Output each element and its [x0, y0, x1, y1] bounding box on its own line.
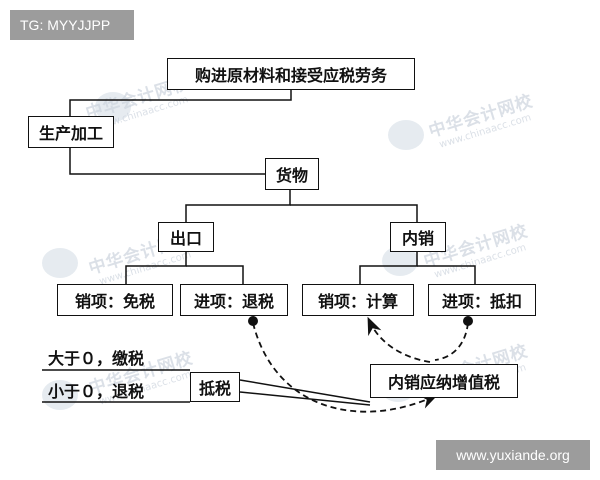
footer-url-badge: www.yuxiande.org — [436, 440, 590, 470]
edge-production-goods — [69, 148, 265, 175]
edge-purchase-production — [69, 90, 292, 116]
node-goods: 货物 — [265, 158, 319, 190]
edge-goods-split — [185, 190, 291, 222]
arrow-vat-to-sales — [367, 316, 431, 363]
arrow-refund-to-vat — [252, 322, 439, 413]
node-sales-calc: 销项：计算 — [302, 284, 414, 316]
edge-domestic-children — [359, 252, 418, 284]
watermark-logo-icon — [42, 248, 78, 278]
footer-url-text: www.yuxiande.org — [456, 447, 570, 463]
tg-tag: TG: MYYJJPP — [10, 10, 134, 40]
node-export: 出口 — [158, 222, 214, 252]
label-less-than-zero: 小于０，退税 — [48, 382, 145, 401]
edge-export-children — [125, 252, 187, 284]
node-sales-exempt: 销项：免税 — [57, 284, 173, 316]
edge-domestic-deduct — [417, 265, 476, 284]
node-purchase: 购进原材料和接受应税劳务 — [167, 58, 415, 90]
node-input-deduct: 进项：抵扣 — [428, 284, 536, 316]
dot-input-refund — [248, 316, 258, 326]
node-domestic: 内销 — [390, 222, 446, 252]
watermark-logo-icon — [42, 380, 78, 410]
node-domestic-vat: 内销应纳增值税 — [370, 364, 518, 398]
node-offset-tax: 抵税 — [190, 372, 240, 402]
node-production: 生产加工 — [28, 116, 114, 148]
watermark-logo-icon — [388, 120, 424, 150]
edge-offset-vat-lower — [239, 391, 371, 406]
node-input-refund: 进项：退税 — [180, 284, 288, 316]
dot-input-deduct — [463, 316, 473, 326]
arrow-deduct-to-vat — [434, 322, 469, 361]
edge-export-refund — [186, 265, 244, 284]
edge-goods-domestic — [290, 204, 418, 222]
edge-offset-vat-upper — [239, 379, 371, 403]
label-greater-than-zero: 大于０，缴税 — [48, 349, 145, 368]
tg-tag-text: TG: MYYJJPP — [20, 17, 111, 33]
